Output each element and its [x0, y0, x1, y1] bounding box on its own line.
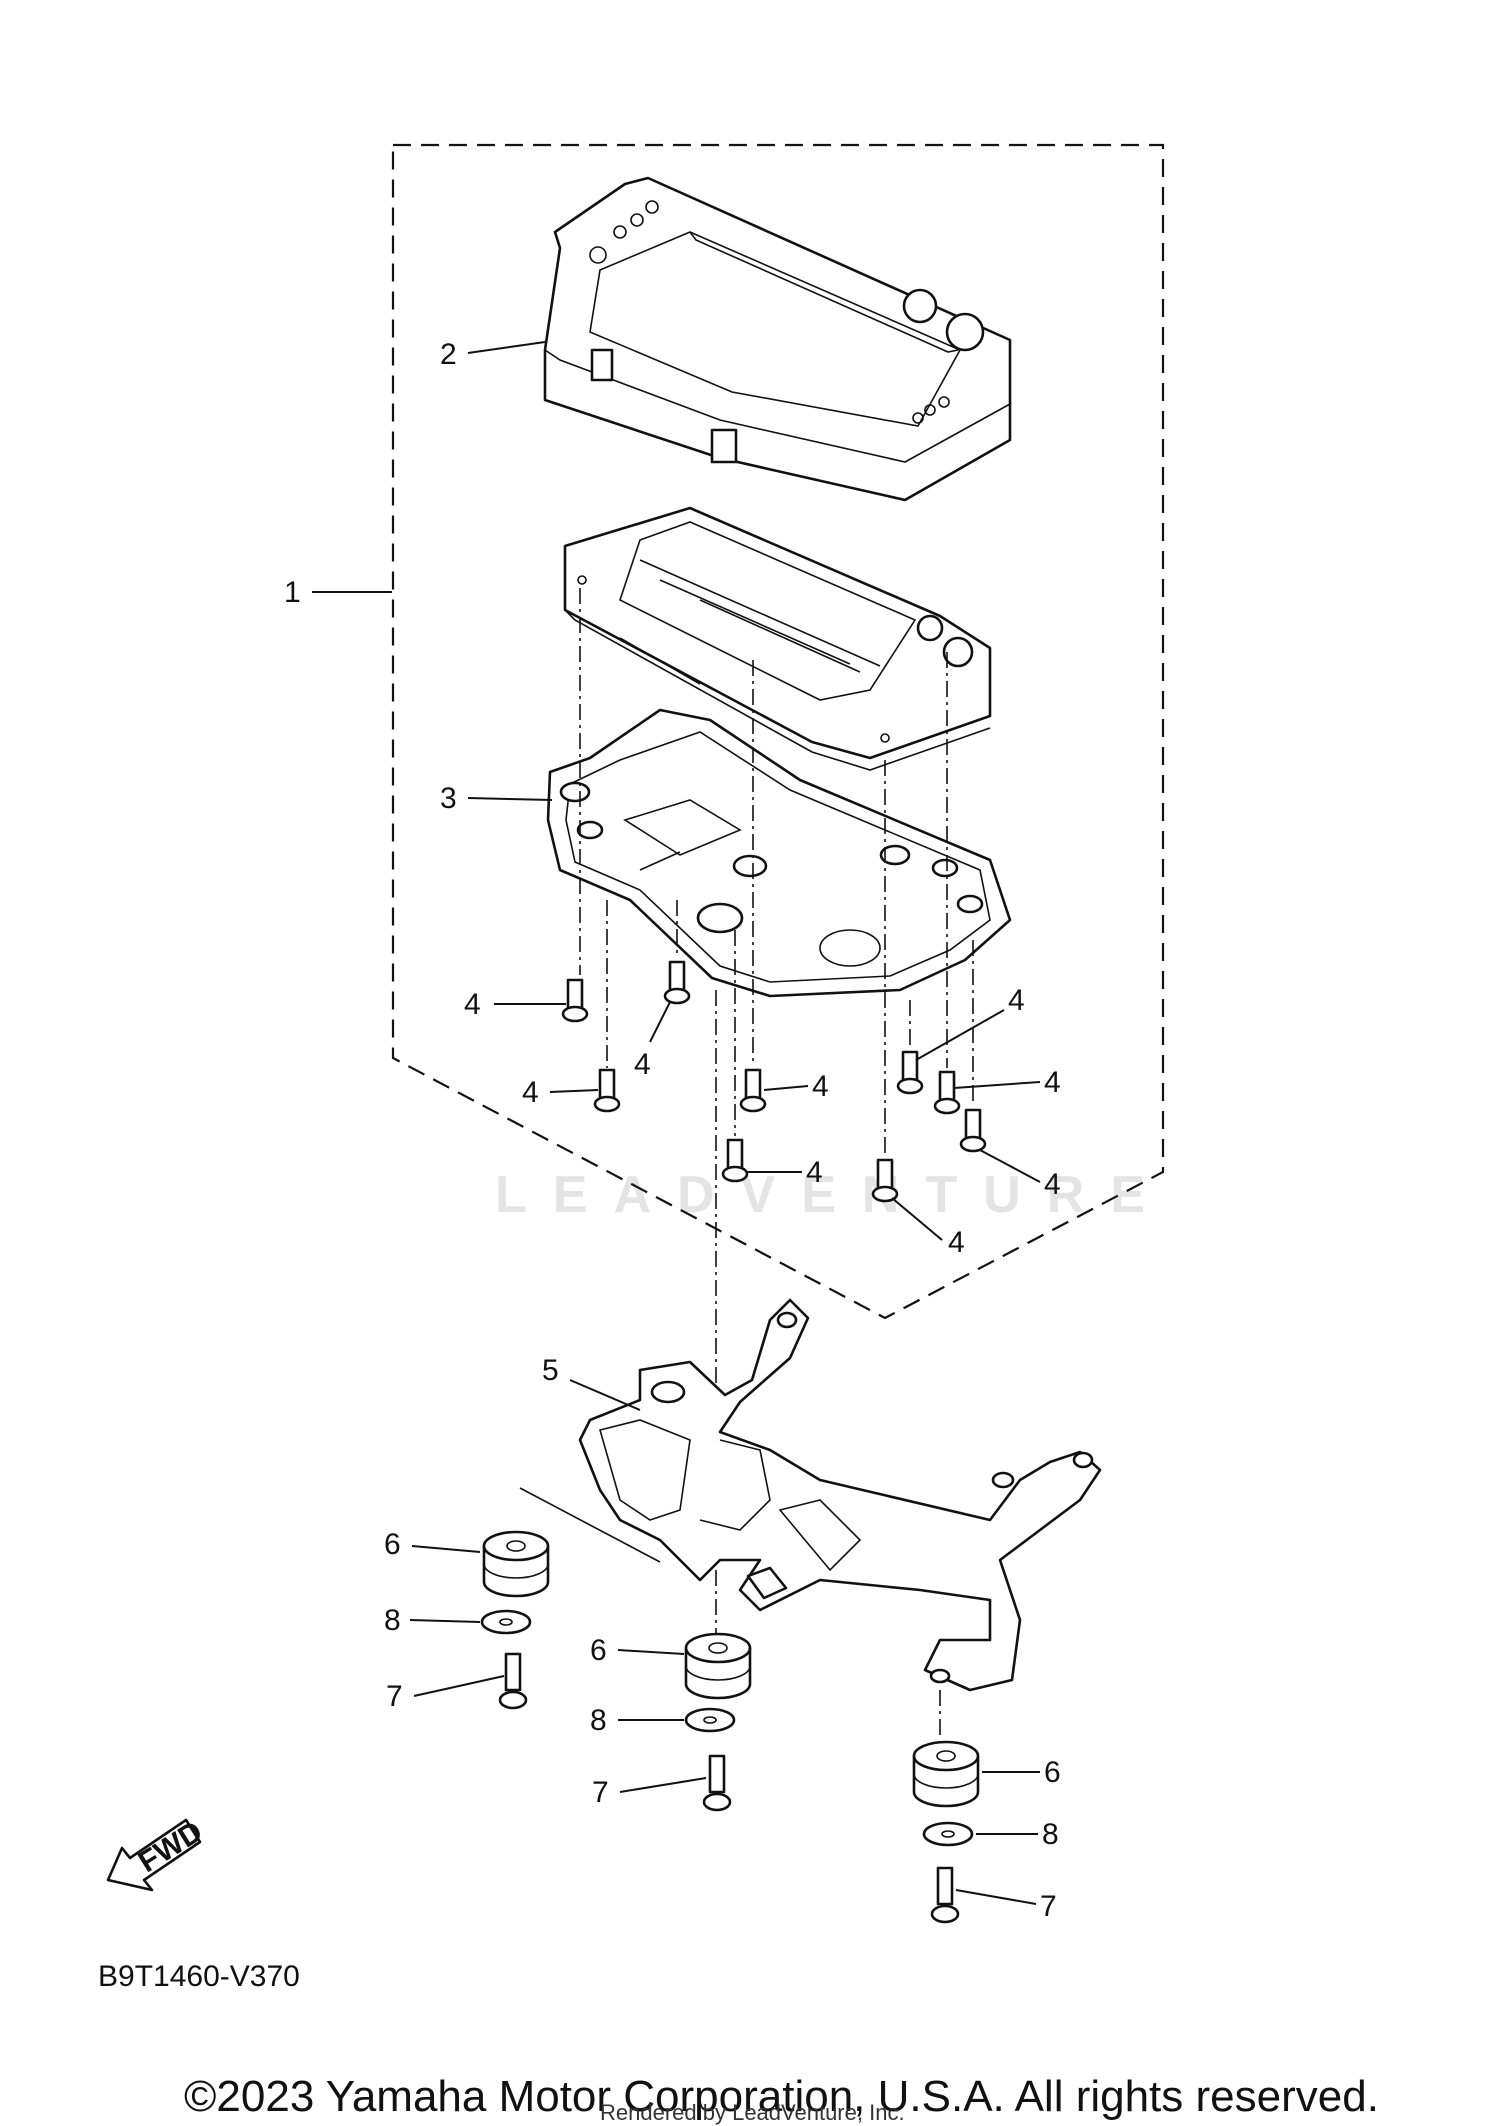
screw — [933, 1070, 961, 1115]
rubber-mount — [684, 1632, 752, 1700]
screw-group-4 — [561, 960, 987, 1203]
callout-numbers: 1 2 3 4 4 4 4 4 4 4 4 4 5 6 6 6 8 8 8 7 … — [284, 338, 1061, 1923]
callout-7b: 7 — [592, 1776, 609, 1809]
callout-4a: 4 — [464, 988, 481, 1021]
screw — [561, 978, 589, 1023]
meter-circuit-board — [563, 506, 992, 771]
callout-7a: 7 — [386, 1680, 403, 1713]
bolt — [498, 1652, 528, 1710]
bolt — [930, 1866, 960, 1924]
callout-6b: 6 — [590, 1634, 607, 1667]
assembly-axis-lines — [579, 588, 974, 1740]
screw — [593, 1068, 621, 1113]
callout-8c: 8 — [1042, 1818, 1059, 1851]
callout-4e: 4 — [806, 1156, 823, 1189]
callout-4b: 4 — [634, 1048, 651, 1081]
screw — [663, 960, 691, 1005]
callout-7c: 7 — [1040, 1890, 1057, 1923]
meter-bracket — [519, 1298, 1102, 1692]
watermark: LEADVENTURE — [495, 1166, 1171, 1224]
callout-4i: 4 — [948, 1226, 965, 1259]
bolt — [702, 1754, 732, 1812]
rendered-by-notice: Rendered by LeadVenture, Inc. — [600, 2100, 905, 2125]
callout-4g: 4 — [1044, 1066, 1061, 1099]
rubber-mount — [912, 1740, 980, 1808]
fwd-arrow-icon: FWD — [106, 1815, 208, 1892]
leader-lines — [312, 341, 1041, 1905]
diagram-code: B9T1460-V370 — [98, 1960, 300, 1993]
callout-5: 5 — [542, 1354, 559, 1387]
screw — [721, 1138, 749, 1183]
copyright-notice: ©2023 Yamaha Motor Corporation, U.S.A. A… — [184, 2072, 1379, 2121]
callout-8b: 8 — [590, 1704, 607, 1737]
callout-1: 1 — [284, 576, 301, 609]
fwd-label: FWD — [133, 1815, 208, 1879]
callout-2: 2 — [440, 338, 457, 371]
callout-3: 3 — [440, 782, 457, 815]
screw — [896, 1050, 924, 1095]
screw — [959, 1108, 987, 1153]
washer — [684, 1707, 736, 1733]
screw — [739, 1068, 767, 1113]
washer — [922, 1821, 974, 1847]
callout-6c: 6 — [1044, 1756, 1061, 1789]
callout-4c: 4 — [522, 1076, 539, 1109]
callout-4h: 4 — [1044, 1168, 1061, 1201]
washer — [480, 1609, 532, 1635]
meter-case — [546, 708, 1012, 998]
meter-cover — [543, 176, 1012, 502]
screw — [871, 1158, 899, 1203]
callout-6a: 6 — [384, 1528, 401, 1561]
rubber-mount — [482, 1530, 550, 1598]
callout-4d: 4 — [812, 1070, 829, 1103]
callout-8a: 8 — [384, 1604, 401, 1637]
callout-4f: 4 — [1008, 984, 1025, 1017]
